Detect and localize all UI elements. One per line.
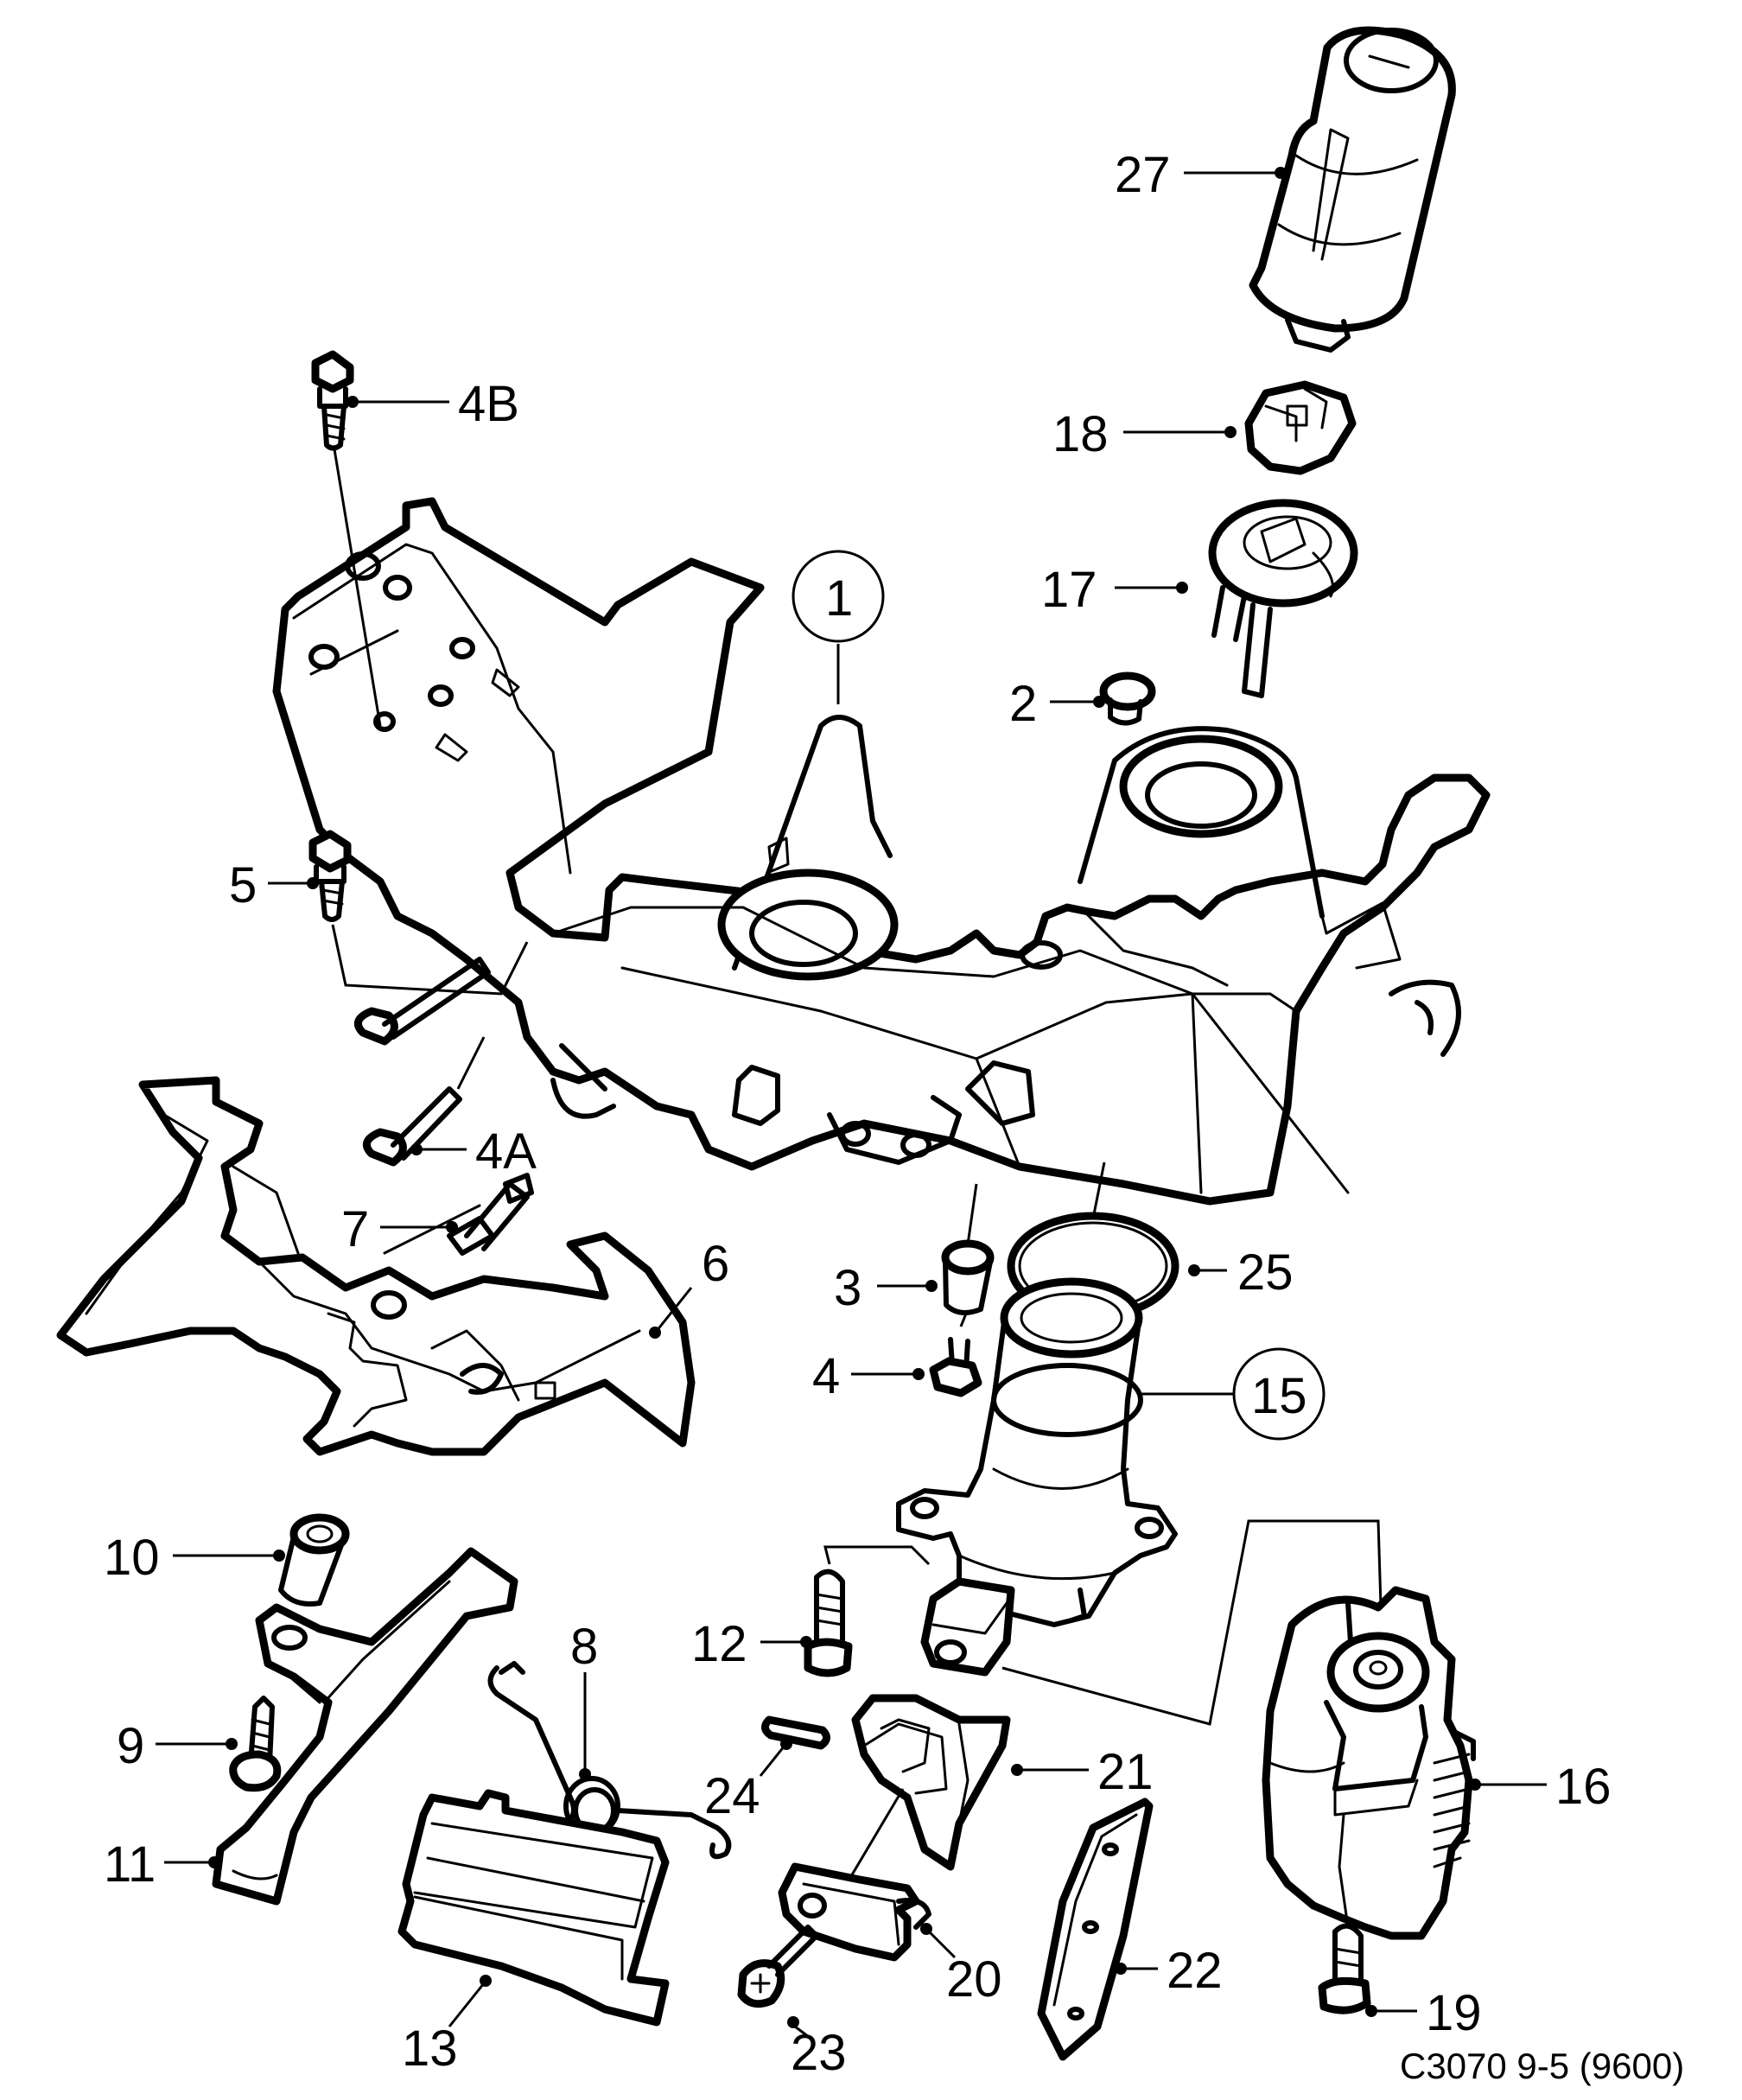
callout-17: 17 [1041, 562, 1097, 618]
part-7-pin [383, 1173, 534, 1256]
callout-11: 11 [104, 1836, 156, 1893]
callout-19: 19 [1426, 1985, 1482, 2041]
callout-25: 25 [1237, 1244, 1294, 1301]
part-16-ignition-switch [1262, 1586, 1476, 1940]
callout-16: 16 [1555, 1759, 1612, 1815]
part-12-screw [804, 1545, 931, 1677]
callout-13: 13 [402, 2020, 458, 2077]
callout-circle-15 [1232, 1347, 1326, 1441]
part-20-clip [778, 1862, 931, 1962]
part-2-bush [1099, 671, 1156, 726]
callout-18: 18 [1052, 406, 1109, 462]
part-6-plate [56, 1076, 696, 1456]
part-15-lock-tube [896, 1277, 1384, 1726]
callout-4A: 4A [475, 1123, 537, 1180]
part-27-lock-cylinder [1249, 26, 1456, 353]
part-24-pin [761, 1715, 830, 1750]
diagram-code: C3070 9-5 (9600) [1400, 2046, 1684, 2086]
callout-20: 20 [946, 1951, 1002, 2008]
callout-4B: 4B [458, 376, 519, 432]
part-4A-rivets [353, 957, 491, 1167]
callout-7: 7 [341, 1201, 369, 1257]
callout-23: 23 [791, 2025, 847, 2081]
callout-leaders [156, 167, 1547, 2041]
part-5-bolt [308, 830, 529, 996]
part-21-bracket [819, 1694, 1011, 1928]
part-17-ring [1208, 499, 1358, 698]
callout-24: 24 [704, 1768, 760, 1824]
part-19-screw [1318, 1923, 1371, 2014]
callout-9: 9 [117, 1718, 144, 1774]
callout-21: 21 [1097, 1744, 1154, 1800]
callout-labels: 27 4B 18 17 1 2 5 4A 7 6 3 25 4 15 10 8 … [104, 147, 1612, 2081]
callout-circle-1 [792, 550, 885, 643]
callout-27: 27 [1115, 147, 1171, 203]
part-13-cover [397, 1789, 670, 2027]
part-9-screw [229, 1696, 282, 1792]
callout-6: 6 [702, 1236, 729, 1292]
part-11-lever [212, 1547, 518, 1906]
callout-2: 2 [1009, 676, 1037, 732]
callout-5: 5 [229, 857, 257, 913]
part-22-gasket [1037, 1798, 1154, 2061]
part-1-main-housing [272, 497, 1491, 1206]
callout-4: 4 [812, 1348, 840, 1404]
part-4B-bolt [311, 350, 382, 727]
part-10-sleeve [278, 1513, 350, 1607]
part-3-spacer [941, 1183, 995, 1315]
callout-15: 15 [1251, 1368, 1307, 1424]
callout-22: 22 [1167, 1943, 1223, 1999]
callout-1: 1 [825, 570, 853, 627]
part-4-bolt [929, 1313, 982, 1397]
callout-12: 12 [691, 1616, 747, 1672]
part-23-screw [737, 1925, 819, 2008]
callout-3: 3 [834, 1260, 861, 1316]
callout-8: 8 [570, 1619, 598, 1675]
part-18-switch-block [1244, 380, 1357, 475]
callout-10: 10 [104, 1530, 160, 1586]
